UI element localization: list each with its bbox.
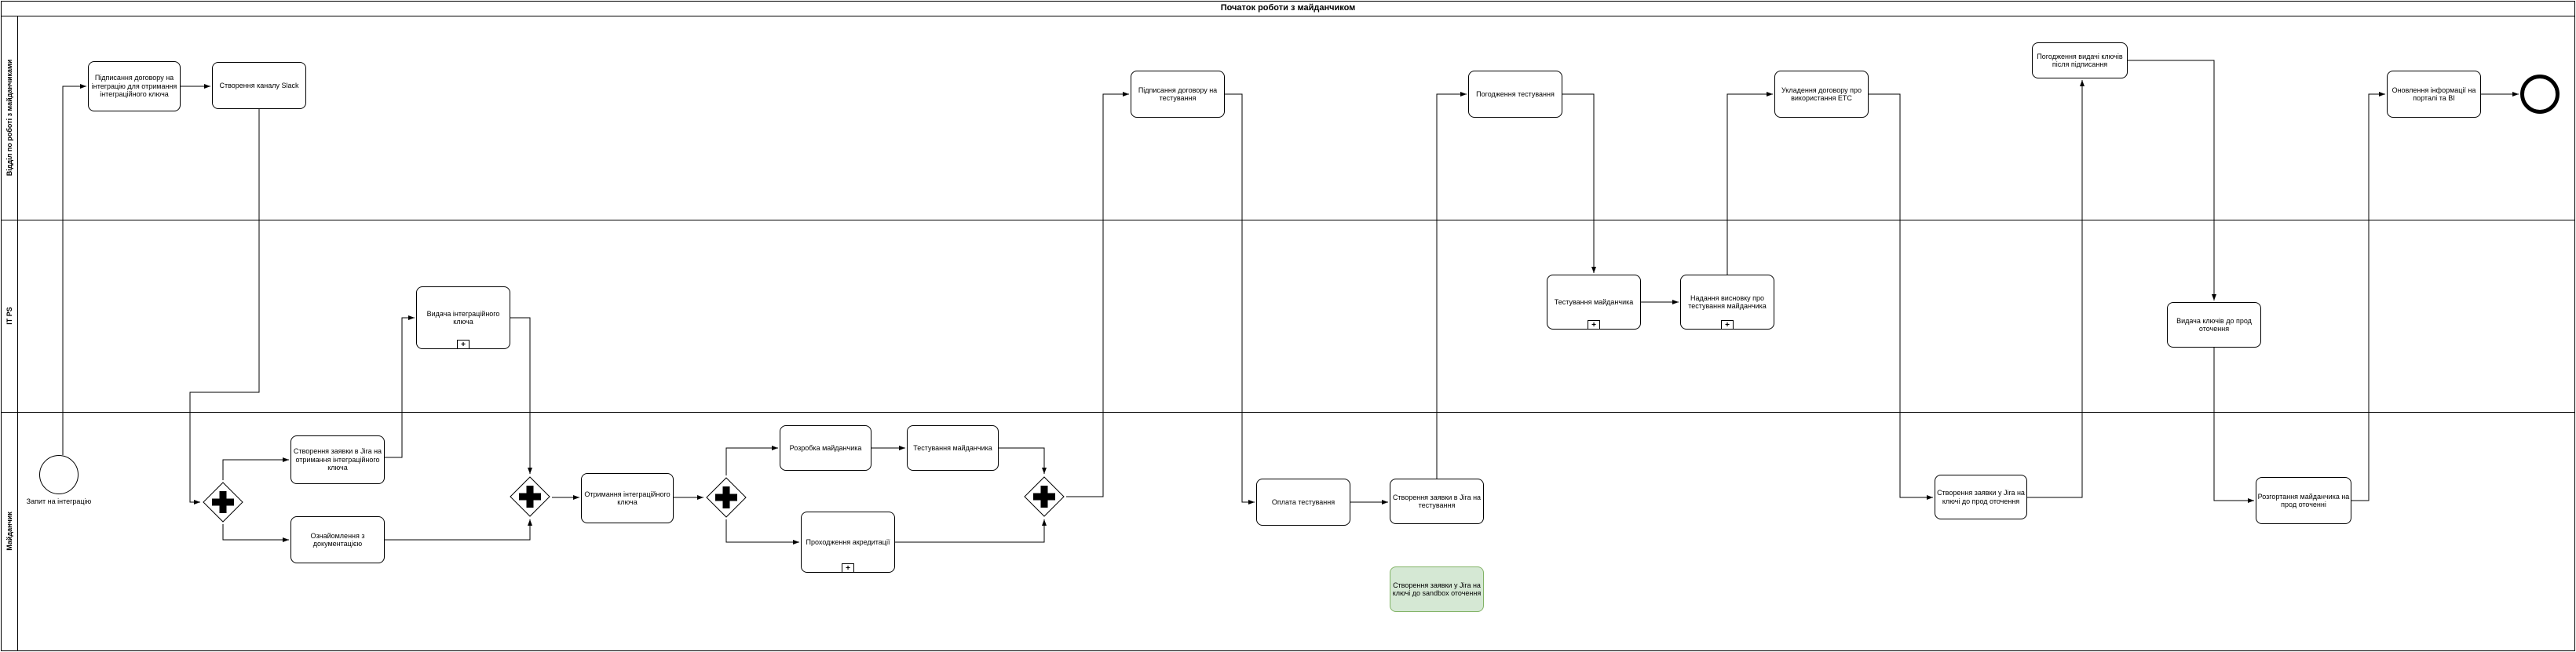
parallel-gateway-gw1[interactable] xyxy=(202,481,244,523)
task-label: Оплата тестування xyxy=(1271,497,1336,506)
task-t14[interactable]: Отримання інтеграційного ключа xyxy=(581,473,674,523)
collapsed-subprocess-plus-icon[interactable]: + xyxy=(457,340,470,349)
task-label: Тестування майданчика xyxy=(1554,297,1634,306)
task-t22[interactable]: Розгортання майданчика на прод оточенні xyxy=(2256,477,2351,524)
task-t9[interactable]: Тестування майданчика + xyxy=(1547,275,1641,330)
task-label: Створення заявки в Jira на отримання інт… xyxy=(293,447,382,472)
task-label: Розгортання майданчика на прод оточенні xyxy=(2257,492,2350,509)
task-t18[interactable]: Оплата тестування xyxy=(1256,479,1350,526)
task-t12[interactable]: Створення заявки в Jira на отримання інт… xyxy=(290,435,385,484)
task-t15[interactable]: Розробка майданчика xyxy=(780,425,871,471)
task-t16[interactable]: Тестування майданчика xyxy=(907,425,999,471)
task-label: Підписання договору на тестування xyxy=(1138,86,1218,103)
task-t1[interactable]: Підписання договору на інтеграцію для от… xyxy=(88,61,181,111)
parallel-gateway-gw2[interactable] xyxy=(509,475,551,518)
lane-label-viddil: Відділ по роботі з майданчиками xyxy=(5,59,13,177)
parallel-gateway-icon xyxy=(203,482,243,523)
lane-divider-2 xyxy=(1,412,2575,413)
parallel-gateway-gw3[interactable] xyxy=(705,476,747,519)
parallel-gateway-icon xyxy=(510,476,550,517)
start-event-circle[interactable] xyxy=(39,455,79,494)
task-label: Розробка майданчика xyxy=(789,443,862,452)
task-label: Видача ключів до прод оточення xyxy=(2176,316,2252,333)
end-event-circle[interactable] xyxy=(2520,75,2560,114)
lane-label-maidanchyk: Майданчик xyxy=(5,512,13,551)
task-t3[interactable]: Підписання договору на тестування xyxy=(1131,71,1225,118)
task-t7[interactable]: Оновлення інформації на порталі та BI xyxy=(2387,71,2481,118)
task-t17[interactable]: Проходження акредитації + xyxy=(801,512,895,573)
task-t13[interactable]: Ознайомлення з документацією xyxy=(290,516,385,563)
lane-label-itps: IT PS xyxy=(5,307,13,325)
task-label: Видача інтеграційного ключа xyxy=(426,309,500,326)
task-label: Створення каналу Slack xyxy=(219,81,299,89)
task-label: Ознайомлення з документацією xyxy=(310,531,365,548)
task-t21[interactable]: Створення заявки у Jira на ключі до прод… xyxy=(1935,475,2027,519)
task-label: Укладення договору про використання ЕТС xyxy=(1781,86,1862,103)
task-label: Підписання договору на інтеграцію для от… xyxy=(91,74,177,99)
task-t4[interactable]: Погодження тестування xyxy=(1468,71,1562,118)
collapsed-subprocess-plus-icon[interactable]: + xyxy=(842,563,854,573)
task-label: Надання висновку про тестування майданчи… xyxy=(1688,293,1767,311)
task-label: Отримання інтеграційного ключа xyxy=(584,490,670,507)
start-event-label: Запит на інтеграцію xyxy=(26,497,92,505)
task-t20-highlighted[interactable]: Створення заявки у Jira на ключі до sand… xyxy=(1390,566,1484,612)
task-t6[interactable]: Погодження видачі ключів після підписанн… xyxy=(2032,42,2128,78)
task-t5[interactable]: Укладення договору про використання ЕТС xyxy=(1774,71,1869,118)
task-label: Створення заявки в Jira на тестування xyxy=(1392,493,1482,510)
task-label: Оновлення інформації на порталі та BI xyxy=(2391,86,2476,103)
task-t11[interactable]: Видача ключів до прод оточення xyxy=(2167,302,2261,348)
collapsed-subprocess-plus-icon[interactable]: + xyxy=(1721,320,1734,330)
task-t2[interactable]: Створення каналу Slack xyxy=(212,62,306,109)
task-label: Тестування майданчика xyxy=(913,443,992,452)
task-t19[interactable]: Створення заявки в Jira на тестування xyxy=(1390,479,1484,524)
task-t10[interactable]: Надання висновку про тестування майданчи… xyxy=(1680,275,1774,330)
parallel-gateway-icon xyxy=(706,477,747,518)
parallel-gateway-gw4[interactable] xyxy=(1023,475,1065,518)
lane-label-divider xyxy=(17,16,18,651)
task-label: Створення заявки у Jira на ключі до прод… xyxy=(1937,489,2025,505)
pool-title: Початок роботи з майданчиком xyxy=(1220,3,1356,13)
task-t8[interactable]: Видача інтеграційного ключа + xyxy=(416,286,510,349)
task-label: Проходження акредитації xyxy=(806,537,890,546)
parallel-gateway-icon xyxy=(1024,476,1065,517)
collapsed-subprocess-plus-icon[interactable]: + xyxy=(1588,320,1600,330)
task-label: Погодження видачі ключів після підписанн… xyxy=(2037,52,2123,69)
task-label: Погодження тестування xyxy=(1476,89,1555,98)
task-label: Створення заявки у Jira на ключі до sand… xyxy=(1392,581,1482,598)
